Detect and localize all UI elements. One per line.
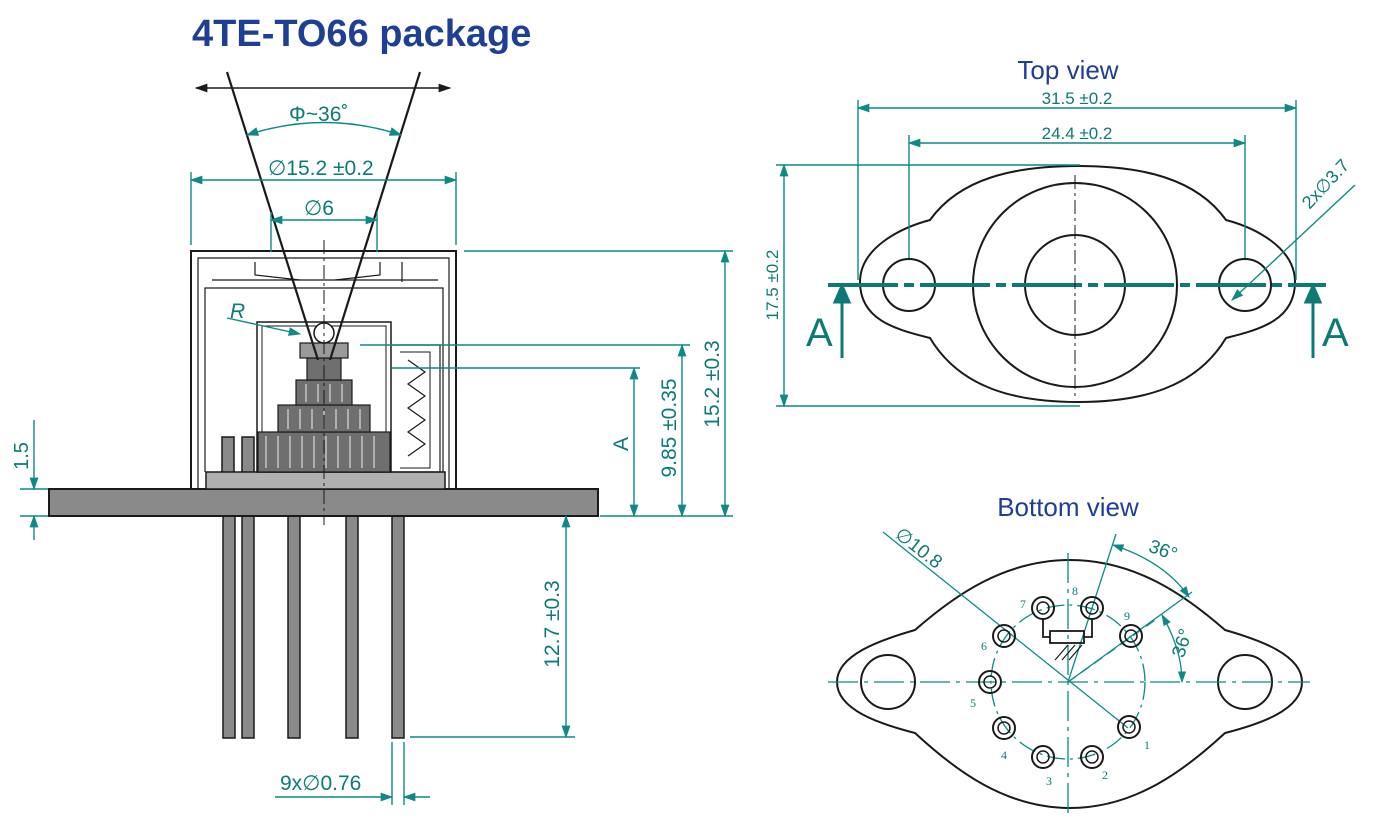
pin-label-5: 5 xyxy=(970,696,976,710)
pin-1 xyxy=(1117,715,1141,739)
page-title: 4TE-TO66 package xyxy=(192,13,531,55)
pin-9 xyxy=(1119,624,1143,648)
pin-5 xyxy=(978,670,1002,694)
top-height-label: 17.5 ±0.2 xyxy=(763,250,782,321)
pin-angle-label-b: 36° xyxy=(1168,626,1197,660)
base-plate xyxy=(205,471,446,490)
window-diameter-label: ∅15.2 ±0.2 xyxy=(268,157,374,180)
thermistor-symbol xyxy=(1042,619,1093,661)
leads xyxy=(221,436,405,739)
pin-3 xyxy=(1031,745,1055,769)
cone-angle-label: Φ~36˚ xyxy=(289,103,348,126)
pin-label-4: 4 xyxy=(1001,748,1007,762)
top-view: Top view 31.5 ±0.2 xyxy=(763,55,1356,408)
top-view-label: Top view xyxy=(1017,55,1118,85)
bottom-view-label: Bottom view xyxy=(997,492,1139,522)
pin-label-7: 7 xyxy=(1020,597,1026,611)
hole-diameter-label: 2x∅3.7 xyxy=(1298,155,1353,212)
pin-angle-label-a: 36° xyxy=(1146,536,1180,566)
pin-label-8: 8 xyxy=(1072,584,1078,598)
height-985-label: 9.85 ±0.35 xyxy=(658,378,681,477)
pin-2 xyxy=(1080,745,1104,769)
section-right-label: A xyxy=(1322,311,1349,355)
section-arrows xyxy=(832,282,1323,358)
pin-numbers: 1 2 3 4 5 6 7 8 9 xyxy=(970,584,1150,788)
hole-spacing-label: 24.4 ±0.2 xyxy=(1042,124,1113,143)
lead-diameter-label: 9x∅0.76 xyxy=(280,772,361,795)
point-a-label: A xyxy=(610,437,633,451)
section-left-label: A xyxy=(806,311,833,355)
side-view: Φ~36˚ ∅15.2 ±0.2 ∅6 R 1.5 A 9.85 ±0.35 1… xyxy=(11,71,733,805)
top-dimensions xyxy=(776,100,1356,408)
bottom-view-outline xyxy=(835,558,1304,810)
bottom-view: Bottom view xyxy=(828,492,1310,815)
height-152-label: 15.2 ±0.3 xyxy=(701,340,724,427)
pin-label-9: 9 xyxy=(1124,609,1130,623)
side-dimensions xyxy=(20,121,733,805)
pin-7 xyxy=(1031,596,1055,620)
flange-thickness-label: 1.5 xyxy=(11,442,33,470)
tec-stack-stripes xyxy=(265,384,375,468)
radius-label: R xyxy=(230,300,245,323)
bottom-construction xyxy=(828,531,1310,815)
pin-circle-diameter-label: ∅10.8 xyxy=(891,524,946,574)
lead-length-label: 12.7 ±0.3 xyxy=(541,580,564,667)
pin-6 xyxy=(992,624,1016,648)
pin-label-3: 3 xyxy=(1046,774,1052,788)
pin-label-2: 2 xyxy=(1102,768,1108,782)
top-width-label: 31.5 ±0.2 xyxy=(1042,89,1113,108)
pin-label-1: 1 xyxy=(1144,738,1150,752)
pin-4 xyxy=(992,716,1016,740)
aperture-diameter-label: ∅6 xyxy=(304,197,334,220)
pin-label-6: 6 xyxy=(981,639,987,653)
